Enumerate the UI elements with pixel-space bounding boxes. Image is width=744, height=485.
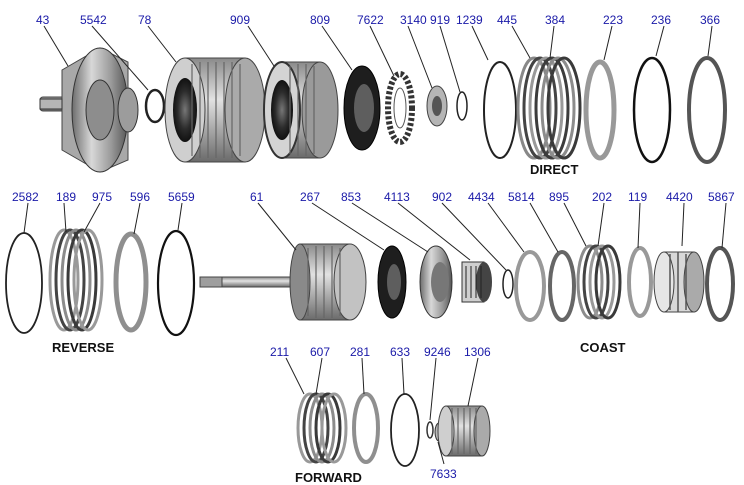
part-label-211: 211 <box>270 345 289 359</box>
plate-part-223 <box>583 59 617 161</box>
clutch-pack-part-895-202 <box>576 244 622 320</box>
part-label-223: 223 <box>603 13 623 27</box>
snap-ring-part-5542 <box>144 88 166 124</box>
part-label-607: 607 <box>310 345 330 359</box>
plate-part-596 <box>113 231 149 333</box>
part-label-895: 895 <box>549 190 569 204</box>
part-label-5867: 5867 <box>708 190 735 204</box>
part-label-5814: 5814 <box>508 190 535 204</box>
part-label-7622: 7622 <box>357 13 384 27</box>
plate-part-281 <box>352 392 380 464</box>
group-label-direct: DIRECT <box>530 162 578 177</box>
clutch-pack-part-189-975 <box>48 228 104 332</box>
part-label-281: 281 <box>350 345 370 359</box>
part-label-4434: 4434 <box>468 190 495 204</box>
part-label-189: 189 <box>56 190 76 204</box>
part-label-5542: 5542 <box>80 13 107 27</box>
part-label-4113: 4113 <box>384 190 410 204</box>
piston-part-267 <box>377 245 407 319</box>
part-label-119: 119 <box>628 190 647 204</box>
part-label-633: 633 <box>390 345 410 359</box>
plate-part-366 <box>687 56 727 164</box>
plate-part-119 <box>627 246 653 318</box>
part-label-43: 43 <box>36 13 50 27</box>
part-label-7633: 7633 <box>430 467 457 481</box>
piston-part-809 <box>343 65 381 151</box>
clutch-pack-part-445-384 <box>516 56 582 160</box>
group-label-coast: COAST <box>580 340 626 355</box>
part-label-236: 236 <box>651 13 671 27</box>
group-labels: DIRECT REVERSE COAST FORWARD <box>52 162 626 485</box>
ring-part-1239 <box>483 61 517 159</box>
leader-lines <box>23 25 727 465</box>
part-label-61: 61 <box>250 190 264 204</box>
part-label-4420: 4420 <box>666 190 693 204</box>
snap-ring-part-5659 <box>156 229 196 337</box>
part-label-1306: 1306 <box>464 345 491 359</box>
clutch-drum-part-78 <box>164 57 266 163</box>
part-label-975: 975 <box>92 190 112 204</box>
input-shaft-drum-part-61 <box>199 243 367 321</box>
snap-ring-part-633 <box>390 393 420 467</box>
part-label-909: 909 <box>230 13 250 27</box>
part-label-3140: 3140 <box>400 13 427 27</box>
ring-part-919 <box>456 91 468 121</box>
part-label-267: 267 <box>300 190 320 204</box>
part-number-labels: 43 5542 78 909 809 7622 3140 919 1239 44… <box>12 13 735 481</box>
plate-part-4434 <box>514 250 546 322</box>
part-label-78: 78 <box>138 13 152 27</box>
part-label-2582: 2582 <box>12 190 39 204</box>
clutch-drum-part-909 <box>263 61 339 159</box>
clutch-hub-part-4420 <box>653 251 705 313</box>
part-label-5659: 5659 <box>168 190 195 204</box>
part-label-445: 445 <box>497 13 517 27</box>
part-label-384: 384 <box>545 13 565 27</box>
washer-part-9246 <box>426 421 434 439</box>
ring-part-2582 <box>5 232 43 334</box>
part-label-1239: 1239 <box>456 13 483 27</box>
part-label-596: 596 <box>130 190 150 204</box>
part-label-366: 366 <box>700 13 720 27</box>
spring-retainer-part-7622 <box>385 71 415 145</box>
part-label-853: 853 <box>341 190 361 204</box>
clutch-hub-part-1306 <box>437 405 491 457</box>
clutch-pack-part-211-607 <box>296 392 348 464</box>
plate-part-5867 <box>705 246 735 322</box>
ring-part-902 <box>502 269 514 299</box>
part-label-809: 809 <box>310 13 330 27</box>
group-label-reverse: REVERSE <box>52 340 114 355</box>
part-label-202: 202 <box>592 190 612 204</box>
housing-part-853 <box>419 245 453 319</box>
part-label-902: 902 <box>432 190 452 204</box>
part-label-919: 919 <box>430 13 450 27</box>
plate-part-5814 <box>548 250 576 322</box>
hub-part-3140 <box>426 85 448 127</box>
part-label-9246: 9246 <box>424 345 451 359</box>
sprag-part-4113 <box>461 261 492 303</box>
pump-assembly-part-43 <box>39 47 139 173</box>
group-label-forward: FORWARD <box>295 470 362 485</box>
snap-ring-part-236 <box>632 56 672 164</box>
